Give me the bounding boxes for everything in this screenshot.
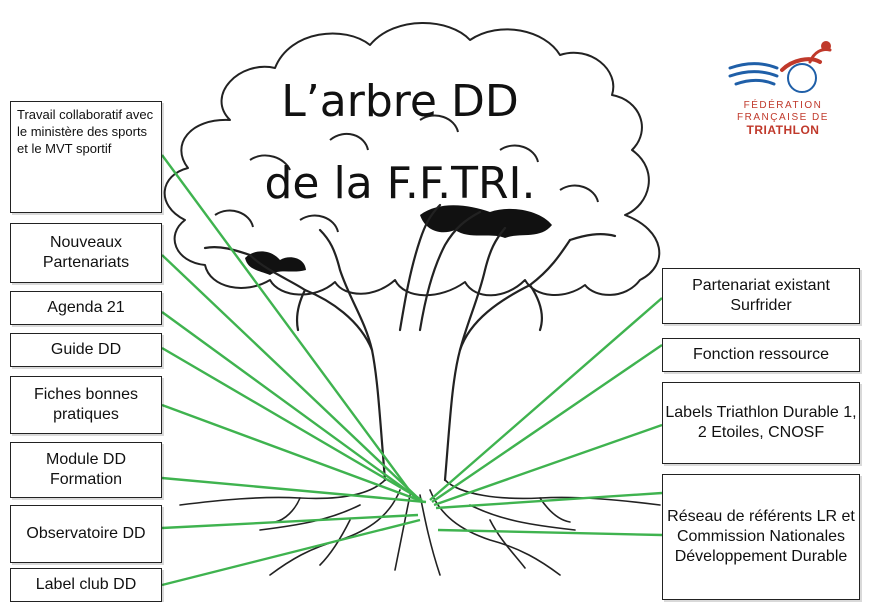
box-partenariat-surfrider: Partenariat existant Surfrider	[662, 268, 860, 324]
connector-nouveaux-partenariats	[161, 254, 419, 499]
box-nouveaux-partenariats: Nouveaux Partenariats	[10, 223, 162, 283]
box-travail-collaboratif: Travail collaboratif avec le ministère d…	[10, 101, 162, 213]
connector-labels-triathlon	[433, 423, 663, 507]
box-agenda-21: Agenda 21	[10, 291, 162, 325]
connector-module-dd-formation	[161, 476, 427, 504]
connector-label-club-dd	[161, 518, 421, 587]
box-guide-dd: Guide DD	[10, 333, 162, 367]
box-fiches-bonnes-pratiques: Fiches bonnes pratiques	[10, 376, 162, 434]
trunk-left	[248, 253, 387, 482]
trunk-right	[443, 238, 572, 482]
logo-line-1: FÉDÉRATION	[743, 100, 823, 111]
box-module-dd-formation: Module DD Formation	[10, 442, 162, 498]
diagram-title-line-2: de la F.F.TRI.	[264, 158, 536, 209]
logo-text: FÉDÉRATION FRANÇAISE DE TRIATHLON	[718, 100, 848, 136]
logo-line-2: FRANÇAISE DE	[737, 112, 829, 123]
connector-partenariat-surfrider	[429, 297, 663, 501]
logo-line-3: TRIATHLON	[746, 123, 820, 137]
connector-observatoire-dd	[161, 513, 419, 530]
box-reseau-referents: Réseau de référents LR et Commission Nat…	[662, 474, 860, 600]
connector-reseau-referents	[435, 491, 663, 510]
connector-travail-collaboratif	[161, 154, 416, 499]
canopy-outline	[163, 22, 661, 297]
box-label-club-dd: Label club DD	[10, 568, 162, 602]
box-observatoire-dd: Observatoire DD	[10, 505, 162, 563]
connector-guide-dd	[161, 346, 423, 502]
diagram-title-line-1: L’arbre DD	[281, 76, 519, 127]
triathlon-logo-icon	[728, 41, 832, 93]
connector-agenda-21	[161, 311, 421, 501]
connector-fonction-ressource	[431, 344, 663, 503]
connector-reseau-referents-2	[437, 528, 663, 537]
box-labels-triathlon-durable: Labels Triathlon Durable 1, 2 Etoiles, C…	[662, 382, 860, 464]
connector-fiches-bonnes-pratiques	[161, 403, 425, 504]
box-fonction-ressource: Fonction ressource	[662, 338, 860, 372]
